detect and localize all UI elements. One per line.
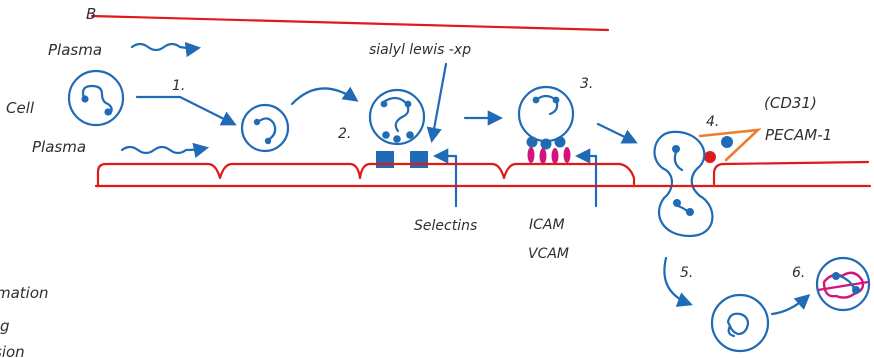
step-4: 4. xyxy=(706,114,719,130)
sialyl-pointer-arrow xyxy=(426,62,448,144)
vessel-wall-top xyxy=(90,14,610,32)
pecam-line xyxy=(698,128,762,162)
step-6-arrow xyxy=(770,293,811,316)
partial-text-2: g xyxy=(0,317,10,335)
label-cd31: (CD31) xyxy=(764,94,817,112)
partial-text-1: mation xyxy=(0,284,49,302)
step-2: 2. xyxy=(338,126,351,142)
step-2-arrow xyxy=(290,86,359,106)
step-5-arrow xyxy=(663,256,693,307)
label-pecam: PECAM-1 xyxy=(765,126,832,144)
marginating-cell xyxy=(240,103,290,153)
step-4-arrow xyxy=(596,122,638,144)
selectin-block-2 xyxy=(410,151,428,168)
label-cell: Cell xyxy=(6,99,35,117)
endothelial-layer xyxy=(94,160,872,188)
step-1: 1. xyxy=(172,78,185,94)
step-6: 6. xyxy=(792,265,805,281)
pecam-dot-blue xyxy=(721,136,733,148)
label-sialyl-lewis: sialyl lewis -xp xyxy=(369,42,471,58)
label-plasma-top: Plasma xyxy=(48,41,102,59)
label-icam: ICAM xyxy=(529,217,565,233)
label-plasma-bottom: Plasma xyxy=(32,138,86,156)
label-b: B xyxy=(86,5,96,23)
transmigrating-cell xyxy=(653,130,714,238)
migrated-cell xyxy=(710,293,770,353)
free-cell xyxy=(67,69,125,127)
step-5: 5. xyxy=(680,265,693,281)
plasma-flow-arrow-bottom xyxy=(120,142,210,158)
adhering-cell xyxy=(517,85,575,150)
integrin-bonds xyxy=(527,147,571,164)
label-vcam: VCAM xyxy=(528,246,569,262)
partial-text-3: sion xyxy=(0,343,25,358)
selectin-block-1 xyxy=(376,151,394,168)
step-1-arrow xyxy=(135,95,237,126)
label-selectins: Selectins xyxy=(414,218,477,234)
step-3: 3. xyxy=(580,76,593,92)
selectins-pointer-arrow xyxy=(432,148,458,208)
plasma-flow-arrow-top xyxy=(130,41,202,58)
pecam-dot-red xyxy=(704,151,716,163)
phagocytosing-cell xyxy=(815,256,871,312)
icam-pointer-arrow xyxy=(574,148,598,208)
rolling-cell xyxy=(368,88,426,146)
